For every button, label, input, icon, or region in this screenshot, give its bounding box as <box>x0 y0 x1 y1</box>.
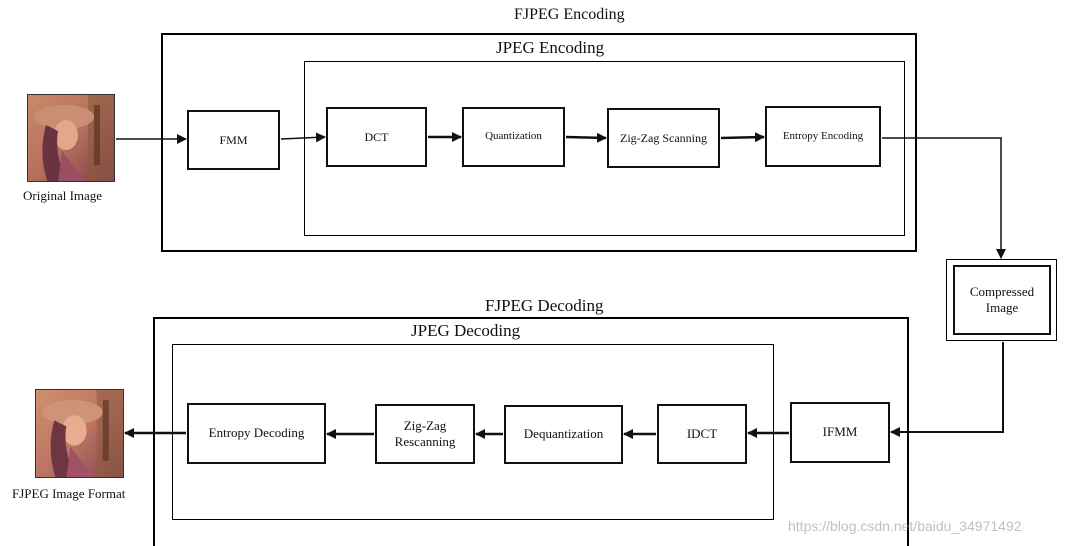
fmm-label: FMM <box>219 132 248 147</box>
decoding-outer-title: FJPEG Decoding <box>485 296 604 315</box>
quantization-label: Quantization <box>485 130 542 143</box>
original-image-thumbnail <box>27 94 115 182</box>
decoding-inner-title: JPEG Decoding <box>411 321 521 340</box>
compressed-image-label: Compressed Image <box>969 283 1035 315</box>
dct-label: DCT <box>364 129 389 144</box>
zigzag-rescanning-block: Zig-Zag Rescanning <box>375 404 475 464</box>
fjpeg-result-caption: FJPEG Image Format <box>12 486 126 501</box>
ifmm-block: IFMM <box>790 402 890 463</box>
entropy-encoding-label: Entropy Encoding <box>782 129 864 142</box>
portrait-image-icon <box>36 390 123 477</box>
fjpeg-result-thumbnail <box>35 389 124 478</box>
encoding-inner-title: JPEG Encoding <box>496 38 605 57</box>
dequantization-label: Dequantization <box>523 426 604 442</box>
idct-label: IDCT <box>686 425 718 441</box>
idct-block: IDCT <box>657 404 747 464</box>
original-image-caption: Original Image <box>23 188 103 203</box>
entropy-decoding-label: Entropy Decoding <box>208 425 305 441</box>
entropy-decoding-block: Entropy Decoding <box>187 403 326 464</box>
quantization-block: Quantization <box>462 107 565 167</box>
dct-block: DCT <box>326 107 427 167</box>
encoding-outer-title: FJPEG Encoding <box>514 6 625 23</box>
portrait-image-icon <box>28 95 114 181</box>
ifmm-label: IFMM <box>822 424 858 440</box>
entropy-encoding-block: Entropy Encoding <box>765 106 881 167</box>
zigzag-scanning-block: Zig-Zag Scanning <box>607 108 720 168</box>
compressed-image-block: Compressed Image <box>953 265 1051 335</box>
zigzag-scanning-label: Zig-Zag Scanning <box>620 130 707 145</box>
zigzag-rescanning-label: Zig-Zag Rescanning <box>394 417 456 449</box>
source-watermark: https://blog.csdn.net/baidu_34971492 <box>788 518 1022 534</box>
fmm-block: FMM <box>187 110 280 170</box>
dequantization-block: Dequantization <box>504 405 623 464</box>
